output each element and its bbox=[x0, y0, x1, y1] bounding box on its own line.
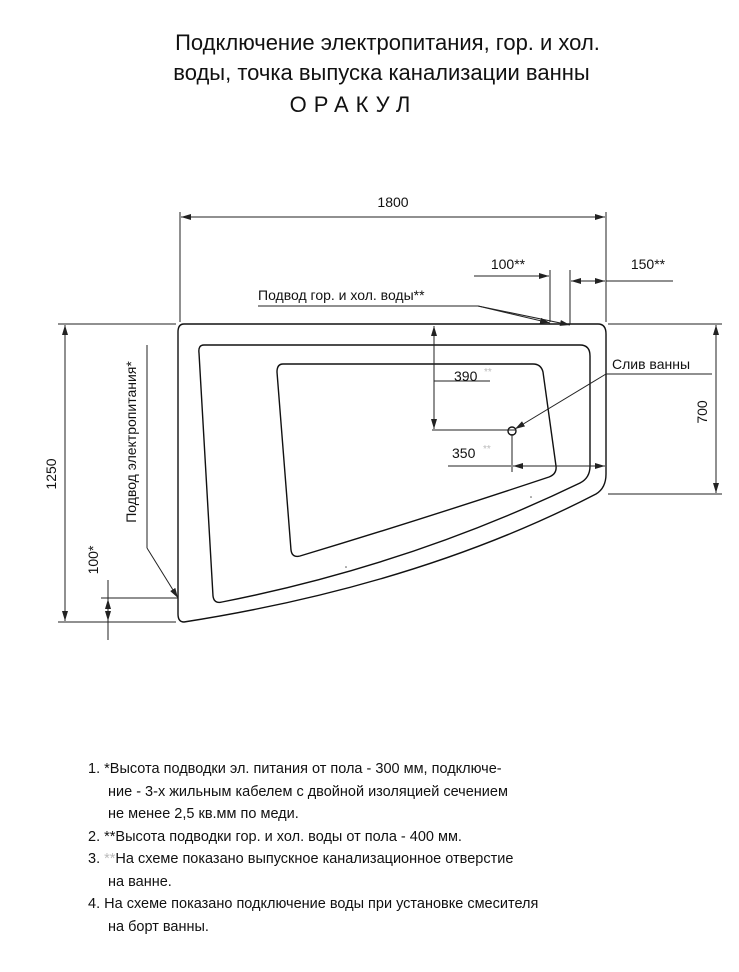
drain-offset-mark: ** bbox=[483, 444, 491, 455]
note-2-line-1: Высота подводки гор. и хол. воды от пола… bbox=[115, 828, 462, 845]
note-1-number: 1. bbox=[88, 761, 101, 777]
drain-hole-icon bbox=[507, 426, 517, 436]
note-3-line-1: На схеме показано выпускное канализацион… bbox=[115, 851, 514, 867]
note-1: 1. *Высота подводки эл. питания от пола … bbox=[88, 758, 728, 826]
title-line-1: Подключение электропитания, гор. и хол. bbox=[175, 30, 600, 55]
total-depth-label: 1250 bbox=[43, 458, 59, 489]
bathtub-basin bbox=[276, 363, 557, 558]
power-supply-label: Подвод электропитания* bbox=[123, 361, 139, 523]
water-supply-callout: Подвод гор. и хол. воды** bbox=[258, 287, 571, 326]
title-model-name: ОРАКУЛ bbox=[289, 92, 418, 117]
side-dot bbox=[530, 496, 532, 498]
dimension-drain-depth: 390 ** bbox=[431, 326, 516, 431]
title-line-2: воды, точка выпуска канализации ванны bbox=[173, 60, 590, 85]
drain-depth-mark: ** bbox=[484, 367, 492, 378]
drain-label: Слив ванны bbox=[612, 356, 690, 372]
bathtub-outer-rim bbox=[177, 323, 607, 623]
note-4-line-1: На схеме показано подключение воды при у… bbox=[104, 896, 539, 912]
note-1-line-1: Высота подводки эл. питания от пола - 30… bbox=[109, 761, 502, 777]
power-height-label: 100* bbox=[85, 545, 101, 574]
note-2-mark: ** bbox=[104, 828, 116, 845]
center-dot bbox=[345, 566, 347, 568]
drain-callout: Слив ванны bbox=[514, 356, 712, 430]
note-4: 4. На схеме показано подключение воды пр… bbox=[88, 893, 728, 938]
note-3-mark: ** bbox=[104, 851, 116, 867]
note-1-line-3: не менее 2,5 кв.мм по меди. bbox=[108, 806, 299, 822]
note-2-number: 2. bbox=[88, 828, 101, 845]
note-2: 2. **Высота подводки гор. и хол. воды от… bbox=[88, 826, 728, 849]
dimension-width: 1800 bbox=[179, 194, 607, 322]
note-1-mark: * bbox=[104, 761, 110, 777]
note-4-line-2: на борт ванны. bbox=[108, 918, 209, 935]
width-label: 1800 bbox=[377, 194, 408, 210]
note-3-number: 3. bbox=[88, 851, 101, 867]
water-gap-label: 150** bbox=[631, 256, 666, 272]
note-3: 3. **На схеме показано выпускное канализ… bbox=[88, 848, 728, 893]
dimension-right-depth: 700 bbox=[608, 323, 722, 495]
power-supply-callout: Подвод электропитания* bbox=[123, 345, 179, 599]
note-3-line-2: на ванне. bbox=[108, 873, 172, 890]
dimension-total-depth: 1250 bbox=[43, 323, 176, 623]
dimension-power-height: 100* bbox=[85, 545, 178, 640]
water-offset-label: 100** bbox=[491, 256, 526, 272]
bathtub-inner-rim bbox=[198, 344, 591, 604]
water-supply-label: Подвод гор. и хол. воды** bbox=[258, 287, 425, 303]
note-4-number: 4. bbox=[88, 896, 101, 912]
dimension-drain-offset: 350 ** bbox=[448, 434, 605, 472]
drain-offset-label: 350 bbox=[452, 445, 476, 461]
notes-list: 1. *Высота подводки эл. питания от пола … bbox=[88, 758, 728, 938]
bathtub-outline bbox=[177, 323, 607, 623]
dimension-water-supply: 100** 150** bbox=[474, 256, 673, 324]
right-depth-label: 700 bbox=[694, 400, 710, 424]
note-1-line-2: ние - 3-х жильным кабелем с двойной изол… bbox=[108, 783, 508, 800]
drain-depth-label: 390 bbox=[454, 368, 478, 384]
